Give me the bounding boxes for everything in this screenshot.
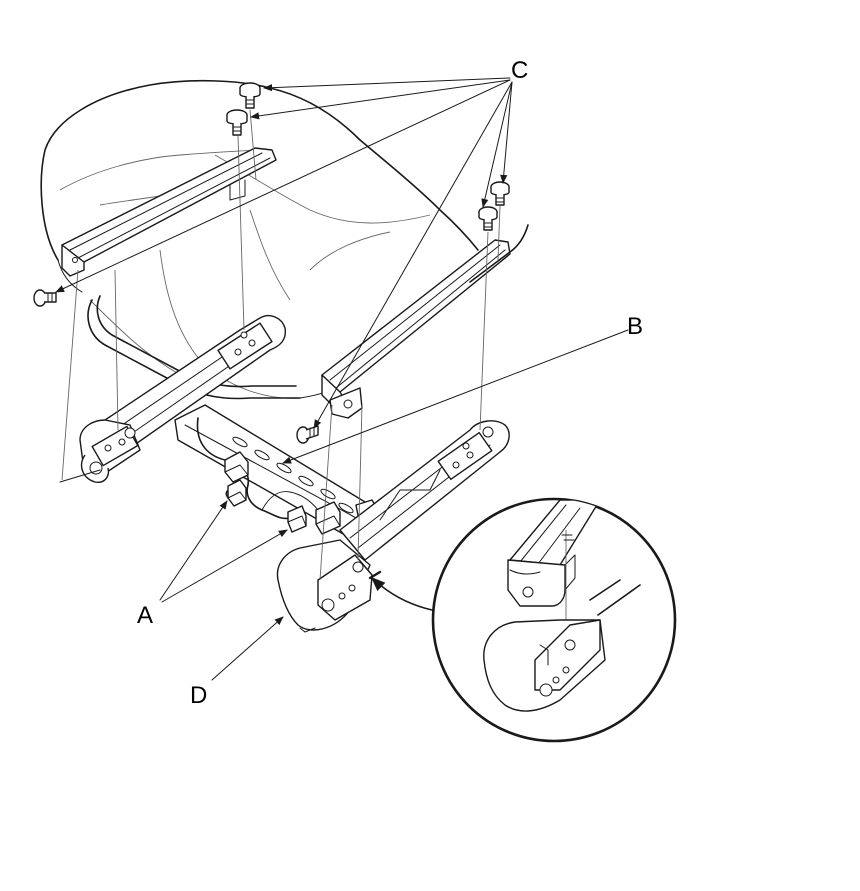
- callout-b: B: [627, 313, 643, 340]
- callout-c: C: [511, 57, 528, 84]
- bolt-center: [296, 425, 319, 444]
- bolt-right-2: [478, 206, 498, 231]
- right-seat-rail: [321, 224, 529, 419]
- left-floor-track: [59, 314, 287, 483]
- bolts: [33, 82, 510, 444]
- right-floor-track: [339, 420, 510, 561]
- callout-a: A: [137, 602, 153, 629]
- bolt-right-1: [490, 181, 510, 206]
- callout-d: D: [190, 682, 207, 709]
- callout-leaders: [55, 77, 629, 681]
- alignment-lines: [61, 109, 501, 581]
- wire-harness-crossbar: [174, 404, 371, 536]
- detail-view: [431, 497, 677, 743]
- track-end-cover: [276, 539, 382, 633]
- bolt-top-1: [239, 82, 261, 109]
- bolt-left: [33, 289, 57, 307]
- left-seat-rail: [61, 147, 277, 277]
- bolt-top-2: [226, 109, 248, 136]
